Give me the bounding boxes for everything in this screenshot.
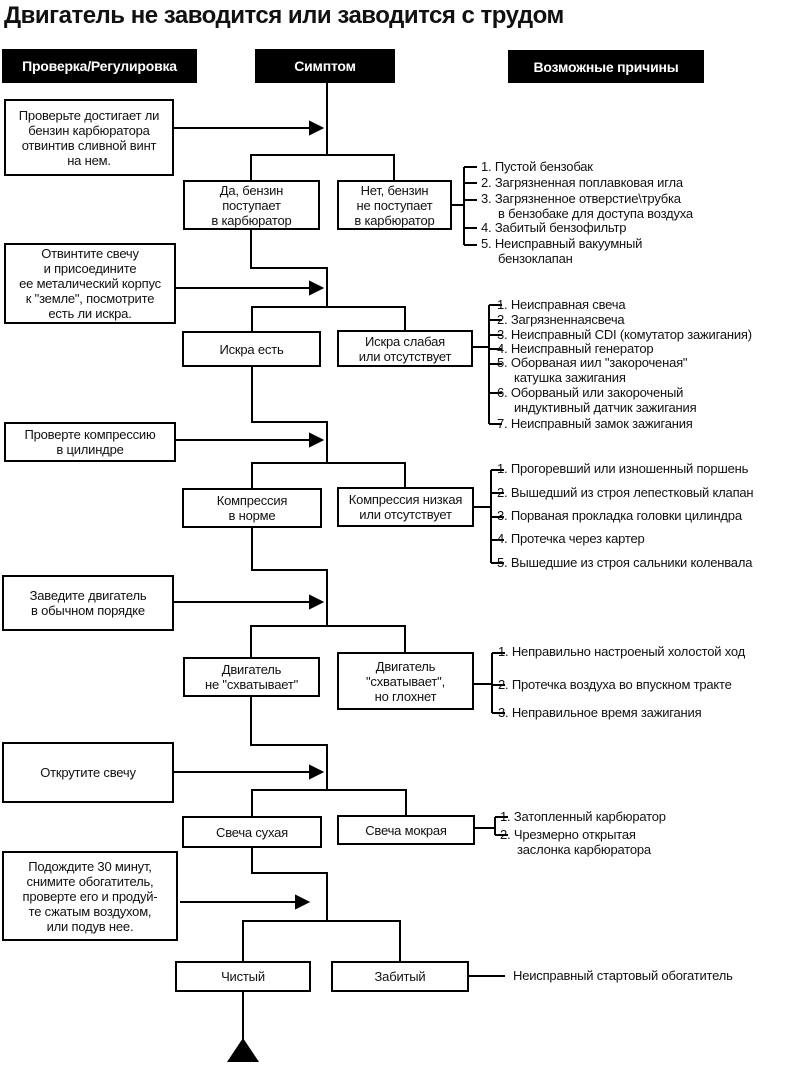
page-title: Двигатель не заводится или заводится с т… — [4, 2, 564, 29]
cause-item: 3. Неправильное время зажигания — [498, 705, 702, 720]
cause-item: 4. Забитый бензофильтр — [481, 220, 627, 235]
cause-item: 3. Порваная прокладка головки цилиндра — [497, 508, 742, 523]
cause-item: 4. Протечка через картер — [497, 531, 645, 546]
cause-item: 3. Неисправный CDI (комутатор зажигания) — [497, 327, 752, 342]
cause-item: 2. Чрезмерно открытая заслонка карбюрато… — [500, 827, 651, 857]
cause-item: 5. Вышедшие из строя сальники коленвала — [497, 555, 753, 570]
column-header-symptom: Симптом — [255, 49, 395, 83]
symptom-plug-wet: Свеча мокрая — [337, 815, 475, 845]
symptom-fuel-yes: Да, бензин поступает в карбюратор — [183, 180, 320, 230]
cause-brackets — [452, 166, 508, 977]
symptom-fuel-no: Нет, бензин не поступает в карбюратор — [337, 180, 452, 230]
cause-item: 2. Вышедший из строя лепестковый клапан — [497, 485, 754, 500]
column-header-causes: Возможные причины — [508, 50, 704, 83]
check-box-remove-plug: Открутите свечу — [2, 742, 174, 803]
cause-item: 1. Затопленный карбюратор — [500, 809, 666, 824]
symptom-no-catch: Двигатель не "схватывает" — [183, 657, 320, 697]
spine-connectors — [242, 83, 407, 1040]
cause-item: 1. Прогоревший или изношенный поршень — [497, 461, 749, 476]
cause-item: 6. Оборваный или закороченый индуктивный… — [497, 385, 697, 415]
cause-item: 4. Неисправный генератор — [497, 341, 654, 356]
symptom-spark-ok: Искра есть — [182, 331, 321, 367]
symptom-catch-stalls: Двигатель "схватывает", но глохнет — [337, 652, 474, 710]
symptom-plug-dry: Свеча сухая — [182, 816, 322, 848]
symptom-enricher-clogged: Забитый — [331, 961, 469, 992]
symptom-compression-ok: Компрессия в норме — [182, 488, 322, 528]
flow-end-marker — [227, 1038, 259, 1062]
column-header-check: Проверка/Регулировка — [2, 49, 197, 83]
check-box-start-engine: Заведите двигатель в обычном порядке — [2, 575, 174, 631]
check-box-compression-test: Проверте компрессию в цилиндре — [4, 422, 176, 462]
cause-item: 3. Загрязненное отверстие\трубка в бензо… — [481, 191, 693, 221]
cause-item: 5. Оборваная иил "закороченая" катушка з… — [497, 355, 688, 385]
cause-item: 2. Загрязненная поплавковая игла — [481, 175, 683, 190]
check-box-fuel-drain: Проверьте достигает ли бензин карбюратор… — [4, 99, 174, 176]
cause-item: 2. Загрязненнаясвеча — [497, 312, 625, 327]
symptom-enricher-clean: Чистый — [175, 961, 311, 992]
cause-item: 1. Пустой бензобак — [481, 159, 593, 174]
symptom-compression-low: Компрессия низкая или отсутствует — [337, 487, 474, 527]
cause-item: 5. Неисправный вакуумный бензоклапан — [481, 236, 643, 266]
cause-item: 2. Протечка воздуха во впускном тракте — [498, 677, 732, 692]
cause-item: 7. Неисправный замок зажигания — [497, 416, 693, 431]
cause-item: 1. Неправильно настроеный холостой ход — [498, 644, 746, 659]
symptom-spark-weak: Искра слабая или отсутствует — [337, 330, 473, 367]
check-arrows — [174, 120, 325, 910]
check-box-enricher-check: Подождите 30 минут, снимите обогатитель,… — [2, 851, 178, 941]
cause-item: Неисправный стартовый обогатитель — [513, 968, 733, 983]
check-box-spark-test: Отвинтите свечу и присоедините ее метали… — [4, 243, 176, 324]
cause-item: 1. Неисправная свеча — [497, 297, 626, 312]
